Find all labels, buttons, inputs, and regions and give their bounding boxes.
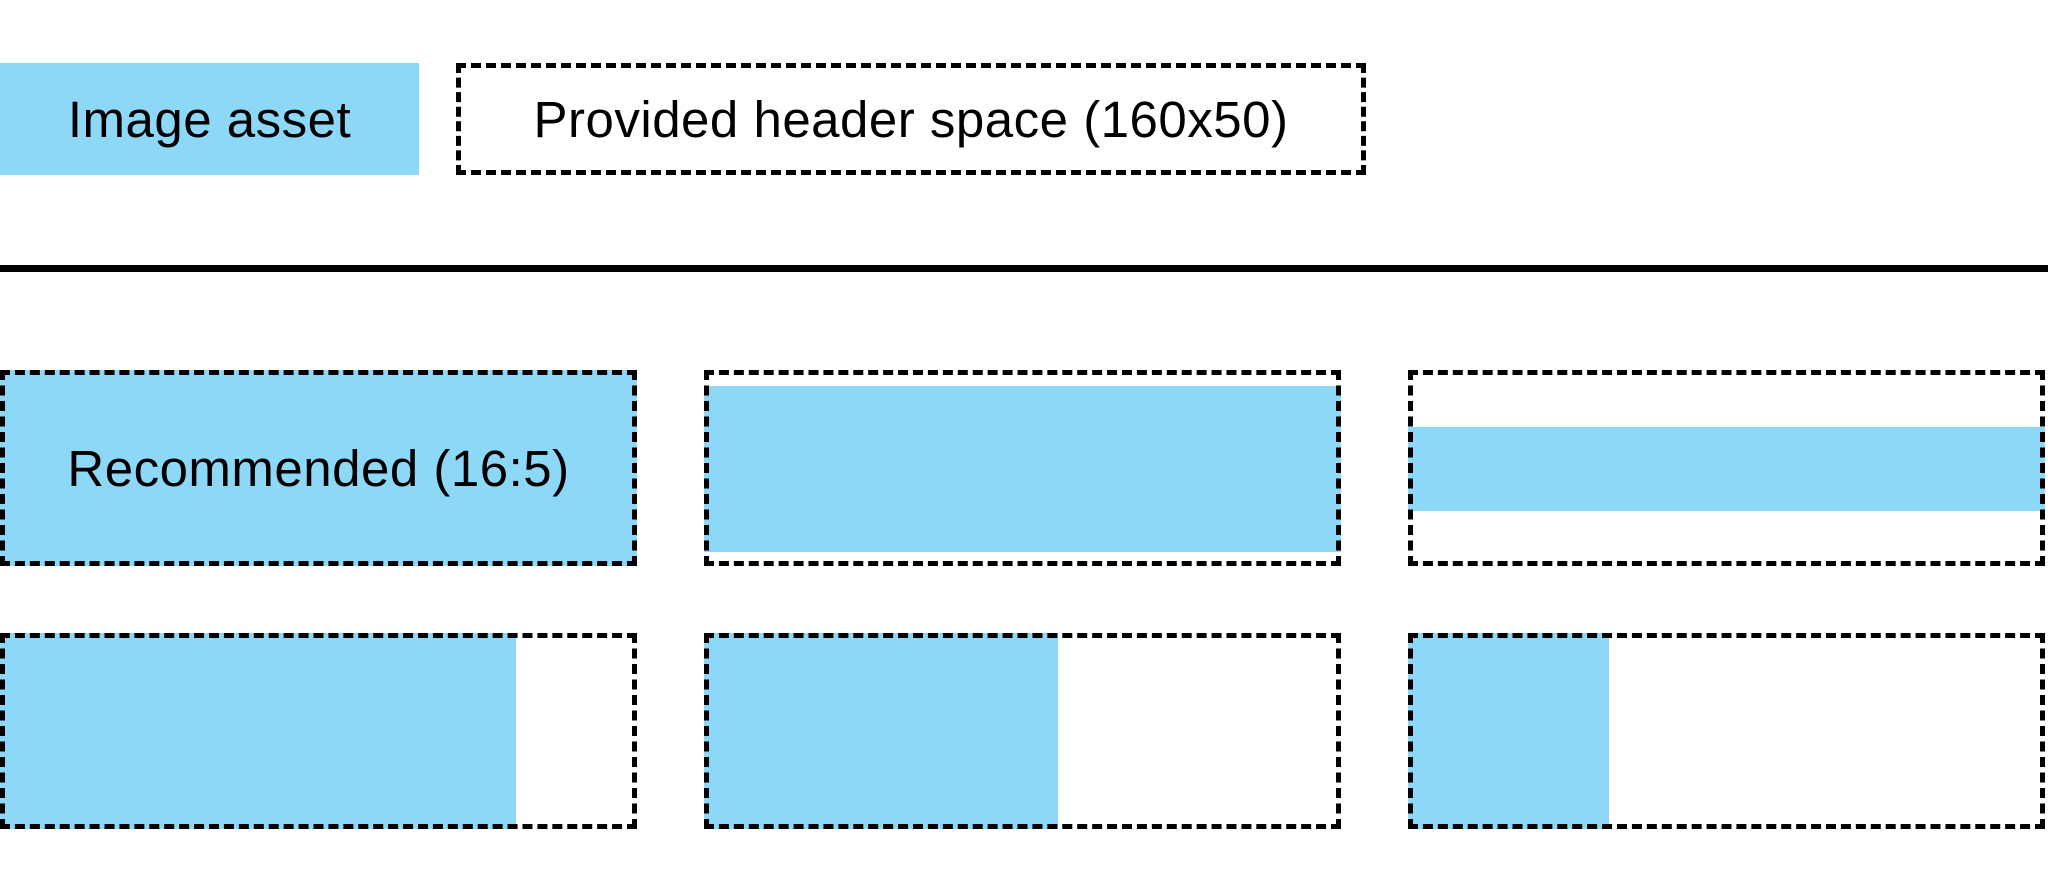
header-space-box-full-height-31pct-width (1408, 633, 2045, 829)
image-asset-fill (0, 370, 637, 566)
image-asset-fill (1408, 426, 2045, 512)
header-space-box-full-width-slightly-short (704, 370, 1341, 566)
image-asset-fill (704, 385, 1341, 553)
legend-header-space-box: Provided header space (160x50) (456, 63, 1366, 175)
header-space-box-full-height-81pct-width (0, 633, 637, 829)
box-label-text: Recommended (16:5) (67, 439, 570, 497)
image-asset-fill (704, 633, 1058, 829)
examples-grid: Recommended (16:5) (0, 370, 2045, 829)
header-space-box-full-height-55pct-width (704, 633, 1341, 829)
legend-header-space-label: Provided header space (160x50) (533, 90, 1289, 148)
legend-image-asset-label: Image asset (67, 90, 352, 148)
header-space-box-full-width-thin-banner (1408, 370, 2045, 566)
image-asset-fill (0, 633, 516, 829)
box-label: Recommended (16:5) (0, 370, 637, 566)
legend-image-asset-swatch: Image asset (0, 63, 419, 175)
header-space-box-recommended-16-5: Recommended (16:5) (0, 370, 637, 566)
image-asset-fill (1408, 633, 1609, 829)
section-divider (0, 265, 2048, 272)
